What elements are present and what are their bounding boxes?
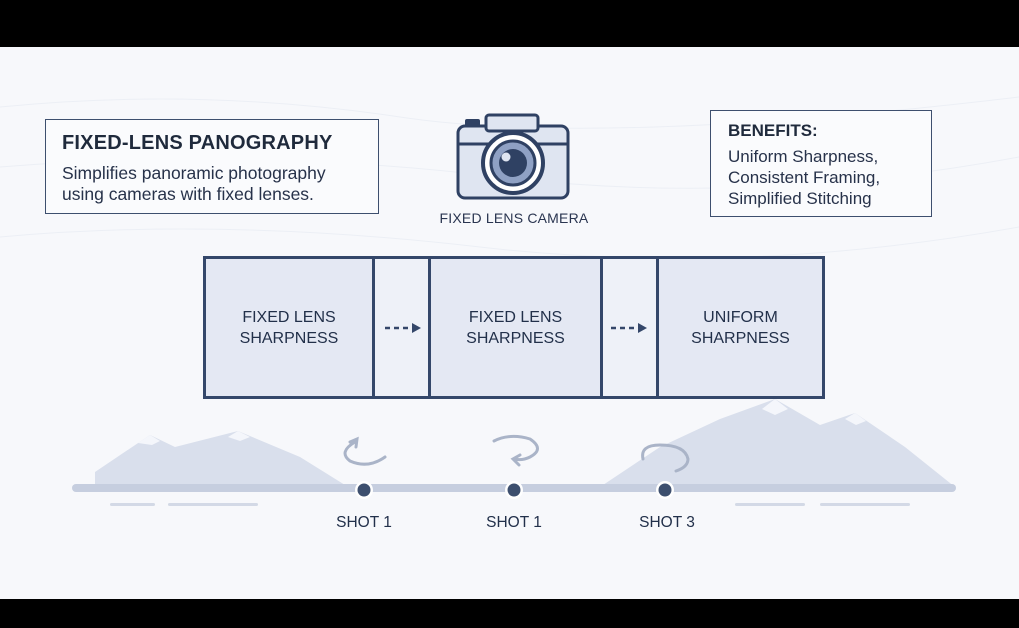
frame-1: FIXED LENS SHARPNESS [206, 259, 375, 396]
description-line: using cameras with fixed lenses. [62, 184, 314, 204]
frame-label: FIXED LENS SHARPNESS [466, 308, 565, 347]
description-line: Simplifies panoramic photography [62, 163, 326, 183]
right-mountain-snow [762, 399, 866, 425]
frame-label: UNIFORM SHARPNESS [691, 308, 790, 347]
benefit-item: Uniform Sharpness, [728, 147, 879, 166]
panorama-strip: FIXED LENS SHARPNESS FIXED LENS SHARPNES… [203, 256, 825, 399]
right-mountains [600, 399, 955, 487]
benefit-item: Simplified Stitching [728, 189, 872, 208]
dashed-arrow-icon [385, 323, 421, 333]
left-mountains [95, 431, 345, 485]
dashed-arrow-icon [611, 323, 647, 333]
shot-marker-3 [656, 481, 674, 499]
camera-icon [456, 113, 570, 200]
shot-marker-1 [355, 481, 373, 499]
landscape-background [0, 96, 1019, 506]
benefit-item: Consistent Framing, [728, 168, 881, 187]
rotate-icon [492, 434, 539, 467]
page-title: FIXED-LENS PANOGRAPHY [62, 132, 333, 154]
camera-label: FIXED LENS CAMERA [439, 210, 589, 226]
left-mountain-snow [138, 431, 250, 445]
shot-label: SHOT 3 [639, 514, 695, 531]
title-description: Simplifies panoramic photography using c… [62, 163, 362, 205]
benefits-title: BENEFITS: [728, 121, 818, 140]
benefits-box: BENEFITS: Uniform Sharpness, Consistent … [710, 110, 932, 217]
diagram-canvas: FIXED-LENS PANOGRAPHY Simplifies panoram… [0, 47, 1019, 599]
rotate-icon [343, 436, 387, 466]
ground-lines [110, 503, 910, 506]
title-box: FIXED-LENS PANOGRAPHY Simplifies panoram… [45, 119, 379, 214]
frame-2: FIXED LENS SHARPNESS [428, 259, 603, 396]
frame-3: UNIFORM SHARPNESS [656, 259, 822, 396]
frame-label: FIXED LENS SHARPNESS [239, 308, 339, 347]
rotate-icon [641, 443, 690, 473]
shot-marker-2 [505, 481, 523, 499]
shot-label: SHOT 1 [486, 514, 542, 531]
shot-label: SHOT 1 [336, 514, 392, 531]
